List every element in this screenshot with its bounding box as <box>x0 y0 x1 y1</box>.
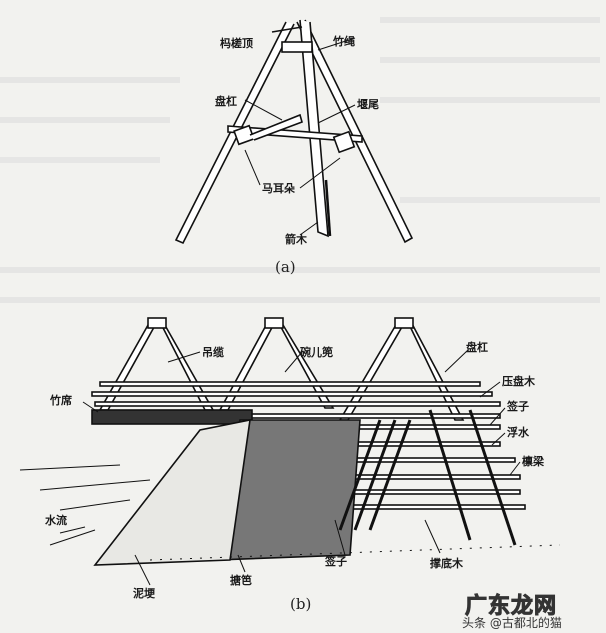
river-bank <box>93 418 251 566</box>
label-fence: 搪笆 <box>230 574 252 587</box>
label-press-wood: 压盘木 <box>502 375 535 388</box>
label-top: 杩槎顶 <box>220 37 253 50</box>
label-stake: 签子 <box>325 555 347 568</box>
label-tail: 堰尾 <box>357 98 379 111</box>
label-bar-a: 盘杠 <box>215 95 237 108</box>
label-mud-bank: 泥埂 <box>133 587 155 600</box>
leader-lines <box>59 37 521 586</box>
ground-line <box>149 544 561 561</box>
water-lines <box>19 464 151 546</box>
label-bottom-wood: 撑底木 <box>430 557 463 570</box>
label-float: 浮水 <box>507 426 529 439</box>
watermark-logo: 广东龙网 <box>464 594 558 620</box>
caption-b: (b) <box>290 595 312 613</box>
label-rope: 竹绳 <box>333 35 355 48</box>
label-beam: 檩梁 <box>522 455 544 468</box>
label-stake-top: 签子 <box>507 400 529 413</box>
label-arrow-wood: 箭木 <box>285 233 307 246</box>
label-bowl: 碗儿篼 <box>300 346 333 359</box>
label-bamboo-mat: 竹席 <box>50 394 72 407</box>
label-ear: 马耳朵 <box>262 182 295 195</box>
bamboo-mat <box>91 409 253 425</box>
watermark-author: 头条 @古都北的猫 <box>462 616 562 630</box>
label-water-flow: 水流 <box>45 514 67 527</box>
bleed-through-text <box>0 17 600 303</box>
stakes <box>338 409 517 546</box>
caption-a: (a) <box>275 258 296 276</box>
label-hanging-cable: 吊缆 <box>202 346 224 359</box>
label-bar-b: 盘杠 <box>466 341 488 354</box>
tripod-a <box>174 19 414 245</box>
